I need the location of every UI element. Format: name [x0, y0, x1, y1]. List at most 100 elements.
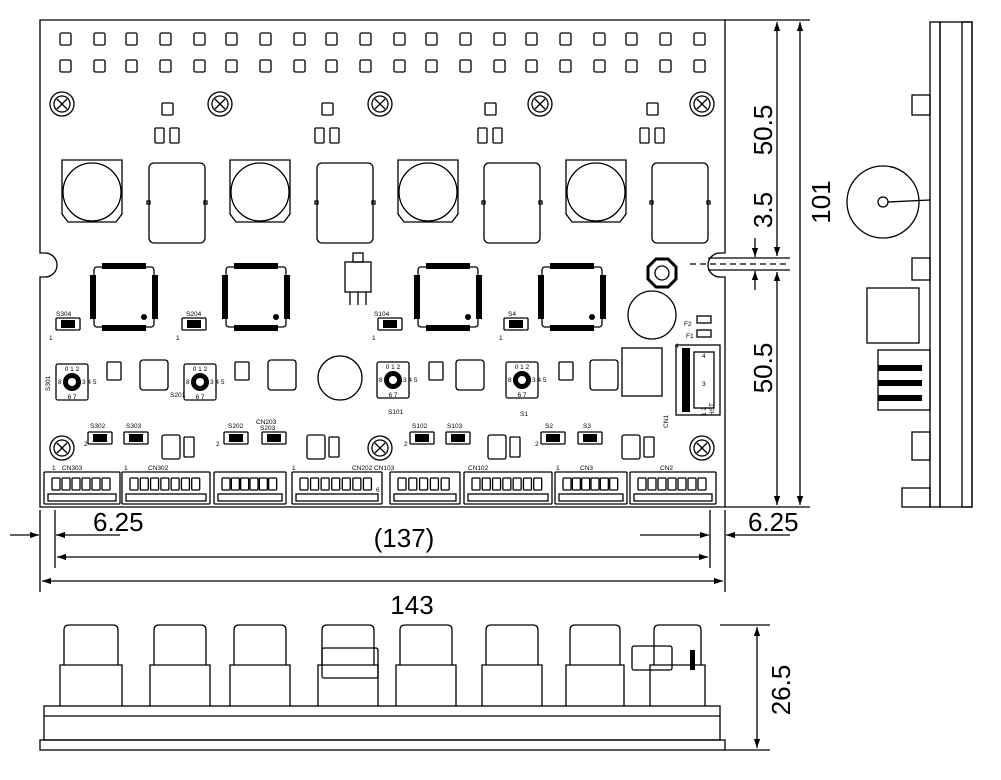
small-diode [643, 436, 655, 458]
top-pad [659, 59, 672, 73]
label-s3: S3 [583, 423, 591, 430]
bottom-view-board [39, 624, 726, 751]
smd-part [139, 359, 169, 391]
rotary-digits: 6 7 [195, 394, 204, 401]
connector-pin [440, 477, 450, 491]
chip-pins [234, 325, 278, 331]
top-pad [525, 59, 538, 73]
small-pad [314, 127, 325, 144]
top-pad [625, 59, 638, 73]
connector-pin [471, 477, 481, 491]
connector-housing [213, 471, 287, 505]
dim-height-lower: 50.5 [748, 343, 778, 394]
capacitor-row [61, 159, 711, 244]
rotary-frame [183, 363, 217, 401]
mounting-screw [49, 435, 75, 461]
top-pad [325, 59, 338, 73]
connector-pin [581, 477, 591, 491]
cap-tab [146, 200, 151, 205]
small-pad [654, 127, 665, 144]
screw-outer [689, 91, 715, 117]
top-pad [559, 59, 572, 73]
jumper-cap [383, 320, 397, 328]
jumper [445, 431, 471, 445]
connector-pin [647, 477, 657, 491]
jumper-switches [55, 317, 603, 445]
label-f2: F2 [684, 321, 692, 328]
top-pad [93, 59, 106, 73]
connector-housing [291, 471, 383, 505]
cap-body [398, 162, 458, 222]
terminal-connector [629, 471, 717, 505]
top-pad [493, 32, 506, 46]
connector-lip [633, 493, 713, 502]
smd-part [267, 359, 297, 391]
connector-pin [249, 477, 259, 491]
top-pad [393, 59, 406, 73]
screw-inner [211, 95, 229, 113]
jumper [123, 431, 149, 445]
top-pad [525, 32, 538, 46]
ic-chip [222, 263, 290, 331]
chip-pins [600, 275, 606, 319]
rotary-frame [505, 361, 539, 399]
connector-lip [467, 493, 549, 502]
bottom-pin [690, 650, 695, 670]
dim-margin-left: 6.25 [93, 507, 144, 537]
chip-pins [538, 275, 544, 319]
jumper-frame [577, 431, 603, 445]
top-pad [593, 59, 606, 73]
jumper-frame [377, 317, 403, 331]
connector-housing [389, 471, 461, 505]
top-pad [225, 59, 238, 73]
bottom-connector [481, 624, 543, 706]
pin-label: 4 [702, 353, 706, 360]
dim-height-total: 101 [806, 180, 836, 223]
diode-pad [558, 361, 574, 381]
top-pad [59, 59, 72, 73]
connector-pin [590, 477, 600, 491]
cap-tab [481, 200, 486, 205]
cap-frame [61, 159, 123, 223]
connector-top [153, 624, 207, 665]
connector-pin [91, 477, 101, 491]
top-pad [259, 59, 272, 73]
dim-thickness: 26.5 [766, 665, 796, 716]
cap-tab [706, 200, 711, 205]
chip-pin1-dot [465, 314, 471, 320]
screw-inner [53, 439, 71, 457]
screw-slot [374, 442, 386, 454]
connector-pin [533, 477, 543, 491]
right-capacitor [627, 290, 677, 340]
bottom-connector [149, 624, 211, 706]
chip-pins [152, 275, 158, 319]
connector-body [59, 664, 123, 706]
connector-pin [341, 477, 351, 491]
small-diode [509, 436, 521, 458]
top-pad [359, 59, 372, 73]
connector-housing [554, 471, 628, 505]
dim-hole-pitch: (137) [374, 523, 435, 553]
label-s201: S201 [170, 392, 186, 399]
label-s301: S301 [45, 375, 52, 391]
cap-tab [314, 200, 319, 205]
cap-frame [229, 159, 291, 223]
jumper-cap [267, 434, 281, 442]
small-ic [306, 434, 326, 460]
pin-label: 1 [499, 335, 503, 342]
terminal-connector [554, 471, 628, 505]
chip-pins [102, 325, 146, 331]
connector-lip [295, 493, 379, 502]
side-outer-rail [961, 21, 973, 508]
dim-margin-right: 6.25 [748, 507, 799, 537]
label-cn1: CN1 [663, 415, 670, 428]
connector-pin [268, 477, 278, 491]
jumper-frame [123, 431, 149, 445]
dim-slot-offset: 3.5 [748, 192, 778, 228]
chip-pins [426, 325, 470, 331]
connector-pin [240, 477, 250, 491]
side-round-capacitor [846, 165, 920, 239]
connector-housing [629, 471, 717, 505]
round-capacitor [565, 159, 627, 223]
